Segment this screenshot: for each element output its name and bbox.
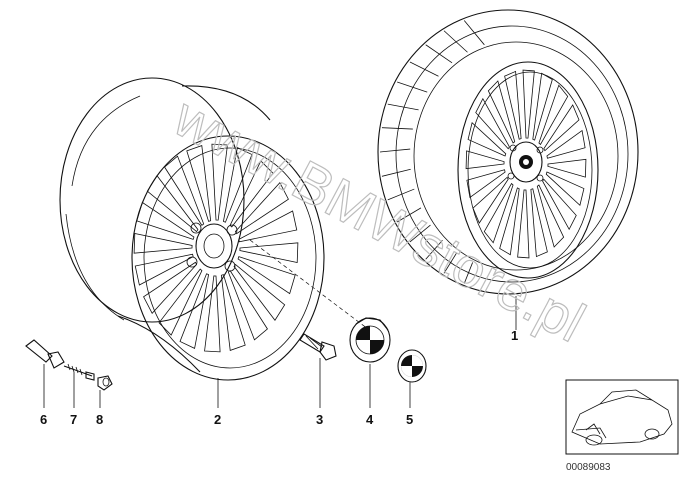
spoke (238, 210, 298, 243)
valve-stem[interactable] (25, 339, 65, 369)
emblem-badge[interactable] (397, 349, 427, 383)
assembly-axis (249, 239, 373, 333)
spoke (547, 158, 587, 178)
tread-groove (409, 61, 439, 77)
callout-2[interactable]: 2 (214, 412, 221, 427)
wheel-bolt[interactable] (299, 333, 337, 361)
callout-1[interactable]: 1 (511, 328, 518, 343)
spoke (136, 201, 195, 240)
spoke (467, 122, 507, 157)
spoke (536, 184, 565, 248)
spoke (204, 275, 221, 353)
spoke (522, 69, 535, 139)
tread-groove (443, 30, 468, 53)
valve-cap[interactable] (97, 375, 113, 391)
spoke (237, 256, 296, 295)
tread-groove (425, 239, 443, 260)
spoke (220, 274, 246, 351)
callout-7[interactable]: 7 (70, 412, 77, 427)
tread-groove (396, 207, 422, 223)
tread-groove (463, 20, 485, 46)
tread-groove (443, 252, 458, 274)
spoke (538, 84, 569, 146)
spoke (211, 143, 228, 221)
spoke (239, 242, 299, 264)
spoke (483, 182, 514, 244)
spoke (472, 176, 509, 224)
spoke (546, 129, 586, 159)
tread-groove (379, 148, 411, 153)
spoke (133, 232, 193, 254)
spoke (143, 261, 198, 314)
spoke (530, 188, 548, 258)
spoke (227, 270, 268, 341)
hub-cap[interactable] (349, 317, 391, 363)
tread-groove (387, 103, 419, 111)
car-thumbnail[interactable] (565, 379, 679, 455)
spoke (465, 150, 505, 170)
callout-4[interactable]: 4 (366, 412, 374, 427)
rim-spokes (133, 143, 299, 353)
spoke (499, 187, 520, 256)
tread-groove (397, 81, 428, 93)
tread-groove (381, 168, 411, 177)
spoke (146, 175, 199, 233)
tread-groove (463, 262, 474, 284)
spoke (229, 160, 274, 228)
tread-groove (409, 224, 431, 243)
spoke (543, 104, 580, 152)
tread-groove (381, 127, 413, 130)
spoke (186, 145, 212, 222)
leader-lines (43, 296, 517, 408)
spoke (179, 273, 210, 349)
light-alloy-rim[interactable] (59, 77, 325, 381)
callout-5[interactable]: 5 (406, 412, 413, 427)
tire-tread (379, 20, 485, 284)
callout-8[interactable]: 8 (96, 412, 103, 427)
spoke (158, 268, 203, 336)
spoke (504, 70, 522, 140)
callout-6[interactable]: 6 (40, 412, 47, 427)
callout-3[interactable]: 3 (316, 412, 323, 427)
complete-wheel-with-tire[interactable] (377, 9, 639, 295)
spoke (517, 189, 530, 259)
spoke (466, 169, 506, 199)
spoke (532, 72, 553, 141)
valve-insert[interactable] (63, 363, 95, 381)
tread-groove (425, 44, 453, 64)
spoke (475, 97, 510, 150)
spoke (545, 171, 585, 206)
spoke (542, 178, 577, 231)
thumbnail-ref-number: 00089083 (566, 462, 611, 473)
wheel-spokes (465, 69, 587, 259)
tread-groove (387, 188, 415, 201)
watermark: www.BMWstore.pl (163, 85, 595, 354)
spoke (134, 253, 194, 286)
spoke (233, 263, 286, 321)
spoke (487, 80, 516, 144)
spoke (164, 155, 205, 226)
spoke (222, 147, 253, 223)
